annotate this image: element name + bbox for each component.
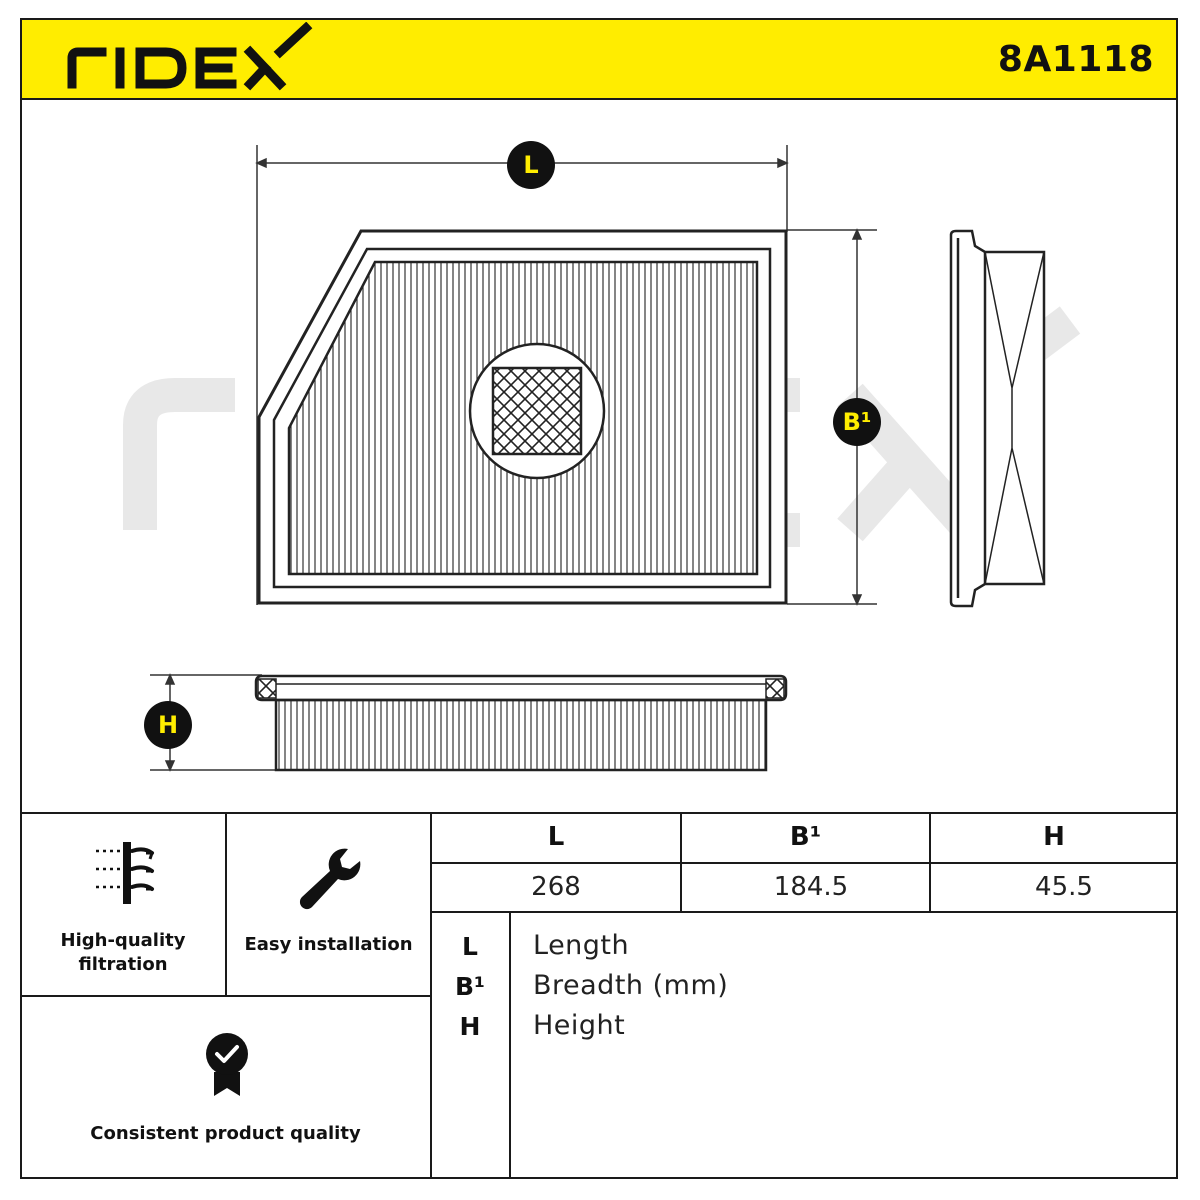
height-marker-label: H [157,711,179,739]
wrench-icon [299,848,361,910]
header-bar: 8A1118 [20,18,1178,100]
feature-quality-label: Consistent product quality [90,1123,361,1144]
table-value-length: 268 [531,872,581,902]
legend-text-length: Length [533,930,630,961]
feature-installation: Easy installation [226,813,431,996]
table-header-height: H [1043,822,1065,852]
feature-filtration: High-quality filtration [20,813,226,996]
feature-quality: Consistent product quality [20,996,431,1179]
table-value-height: 45.5 [1035,872,1093,902]
table-value-breadth: 184.5 [773,872,849,902]
legend-key-breadth: B¹ [454,972,485,1001]
part-number: 8A1118 [997,39,1154,80]
legend-key-height: H [459,1012,481,1041]
quality-badge-icon [206,1033,248,1096]
feature-installation-label: Easy installation [244,934,413,955]
feature-filtration-label-2: filtration [78,954,168,975]
table-header-length: L [547,822,565,852]
legend-key-length: L [462,932,478,961]
legend-text-breadth: Breadth (mm) [533,970,729,1001]
breadth-marker-label: B¹ [842,408,872,436]
length-marker-label: L [523,151,539,179]
table-header-breadth: B¹ [789,822,822,852]
legend-text-height: Height [533,1010,626,1041]
filtration-icon [96,842,154,904]
feature-filtration-label-1: High-quality [60,930,186,951]
ridex-logo [67,22,313,91]
